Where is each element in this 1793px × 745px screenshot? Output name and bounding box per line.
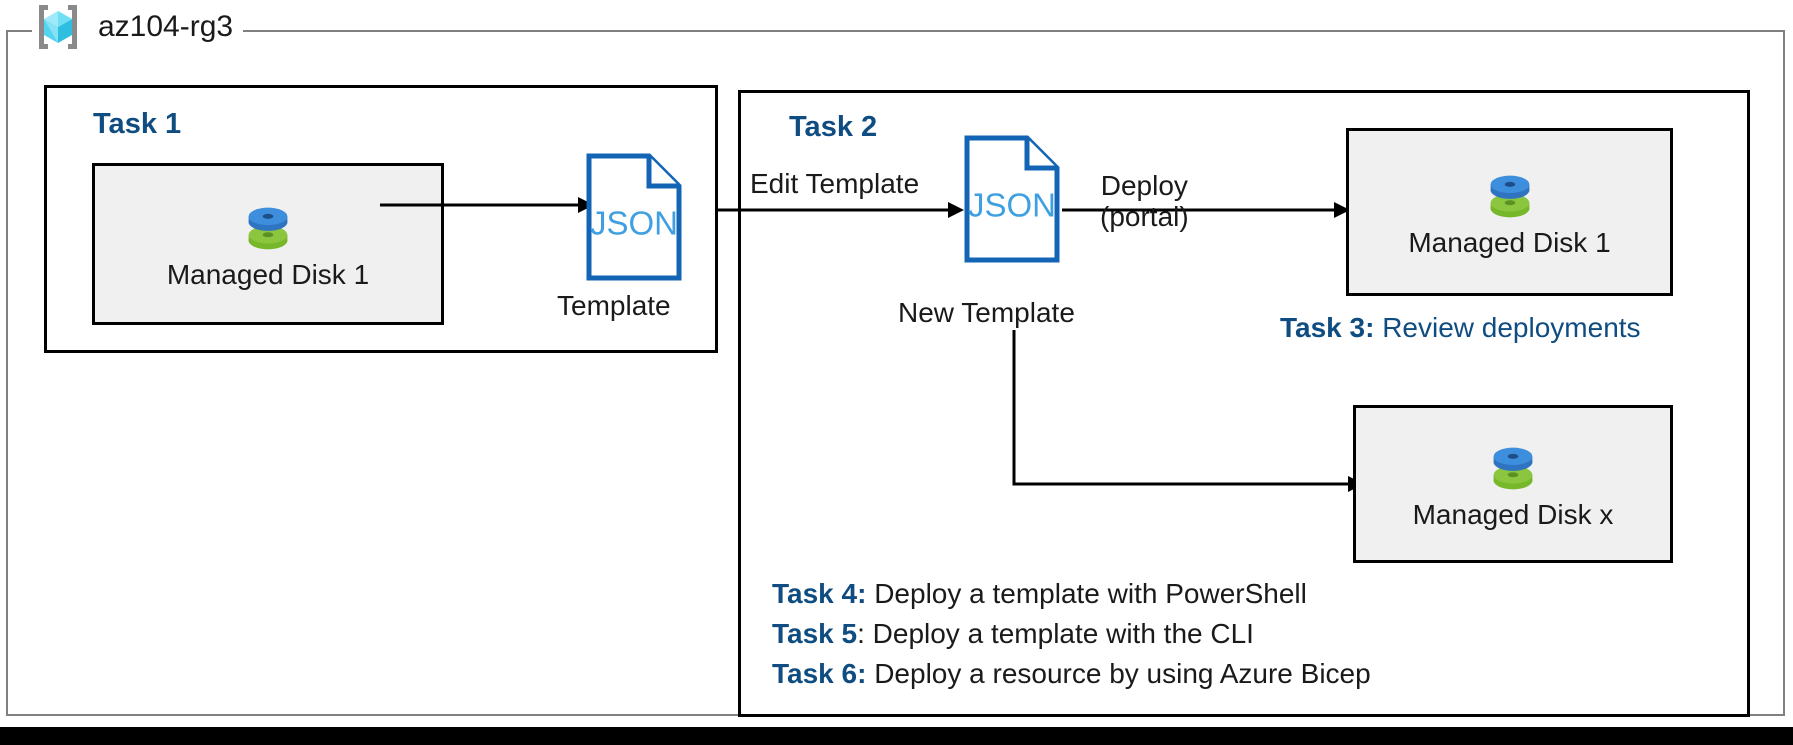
task-6-note: Task 6: Deploy a resource by using Azure… [772, 658, 1371, 690]
edit-template-arrow-label: Edit Template [750, 168, 920, 199]
resource-label: Managed Disk 1 [1408, 227, 1611, 258]
resource-group-name: az104-rg3 [98, 10, 234, 43]
new-template-caption: New Template [898, 297, 1075, 328]
task-4-note: Task 4: Deploy a template with PowerShel… [772, 578, 1307, 610]
svg-text:JSON: JSON [590, 205, 678, 242]
task-5-note: Task 5: Deploy a template with the CLI [772, 618, 1254, 650]
json-document-icon-template: JSON [585, 152, 683, 282]
task-2-heading: Task 2 [789, 111, 878, 143]
azure-resource-group-icon [32, 2, 84, 52]
managed-disk-icon [237, 197, 299, 257]
task-4-number: Task 4: [772, 578, 867, 609]
resource-managed-disk-1-source: Managed Disk 1 [92, 163, 444, 325]
task-6-number: Task 6: [772, 658, 867, 689]
task-5-description: : Deploy a template with the CLI [857, 618, 1254, 649]
resource-group-header: az104-rg3 [32, 2, 244, 52]
task-3-description: Review deployments [1374, 312, 1641, 343]
resource-managed-disk-1-deployed: Managed Disk 1 [1346, 128, 1673, 296]
template-caption: Template [557, 290, 671, 321]
svg-text:JSON: JSON [968, 187, 1056, 224]
task-6-description: Deploy a resource by using Azure Bicep [866, 658, 1371, 689]
json-document-icon-new-template: JSON [963, 134, 1061, 264]
managed-disk-icon [1479, 165, 1541, 225]
managed-disk-icon [1482, 437, 1544, 497]
resource-label: Managed Disk 1 [166, 259, 370, 290]
task-3-note: Task 3: Review deployments [1280, 312, 1641, 344]
task-3-number: Task 3: [1280, 312, 1375, 343]
deploy-arrow-label: Deploy (portal) [1100, 170, 1189, 233]
task-4-description: Deploy a template with PowerShell [866, 578, 1307, 609]
resource-label: Managed Disk x [1412, 499, 1614, 530]
task-1-heading: Task 1 [93, 108, 182, 140]
resource-managed-disk-x-deployed: Managed Disk x [1353, 405, 1673, 563]
deploy-arrow-label-line1: Deploy [1100, 170, 1188, 201]
task-5-number: Task 5 [772, 618, 858, 649]
bottom-black-bar [0, 727, 1793, 745]
deploy-arrow-label-line2: (portal) [1100, 201, 1189, 233]
